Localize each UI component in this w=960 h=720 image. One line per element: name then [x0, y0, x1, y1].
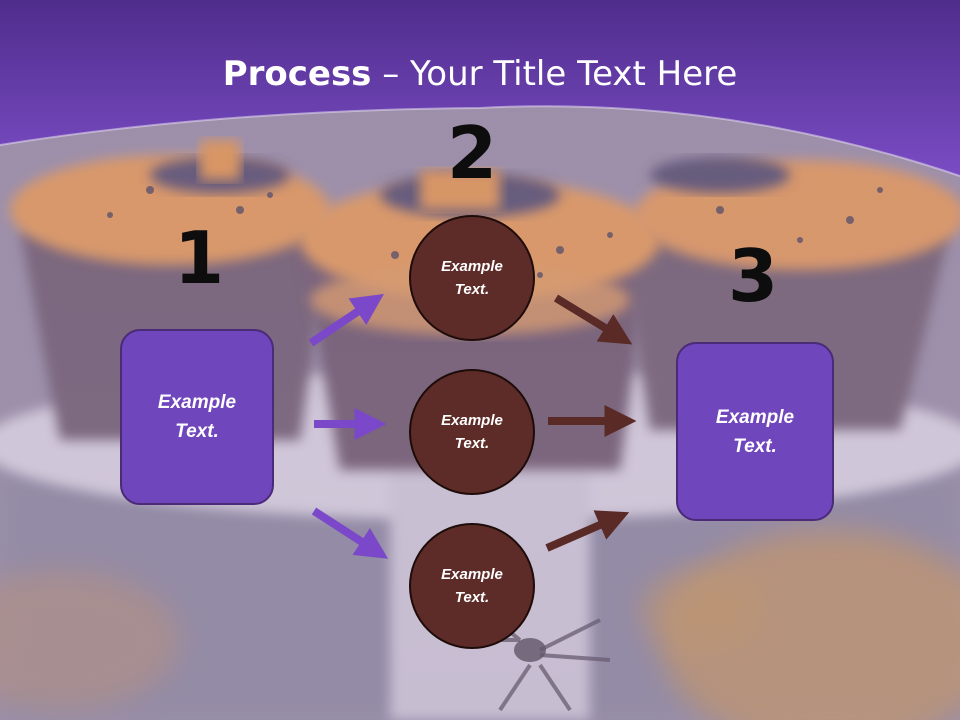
step-number-1: 1 — [173, 216, 225, 300]
step-1-text: Example Text. — [157, 392, 237, 442]
step-2-circle-top[interactable]: Example Text. — [409, 215, 535, 341]
step-3-text: Example Text. — [715, 406, 795, 457]
step-2-circle-bottom[interactable]: Example Text. — [409, 523, 535, 649]
title-bold: Process — [222, 54, 372, 94]
title-rest: – Your Title Text Here — [371, 54, 738, 94]
step-number-3: 3 — [727, 234, 779, 318]
step-2-circle-middle[interactable]: Example Text. — [409, 369, 535, 495]
step-2-circle-top-text: Example Text. — [441, 258, 503, 298]
step-2-circle-bottom-text: Example Text. — [441, 566, 503, 606]
slide-title: Process – Your Title Text Here — [0, 52, 960, 96]
step-number-2: 2 — [446, 111, 498, 195]
step-1-box[interactable]: Example Text. — [120, 329, 274, 505]
step-2-circle-middle-text: Example Text. — [441, 412, 503, 452]
step-3-box[interactable]: Example Text. — [676, 342, 834, 521]
